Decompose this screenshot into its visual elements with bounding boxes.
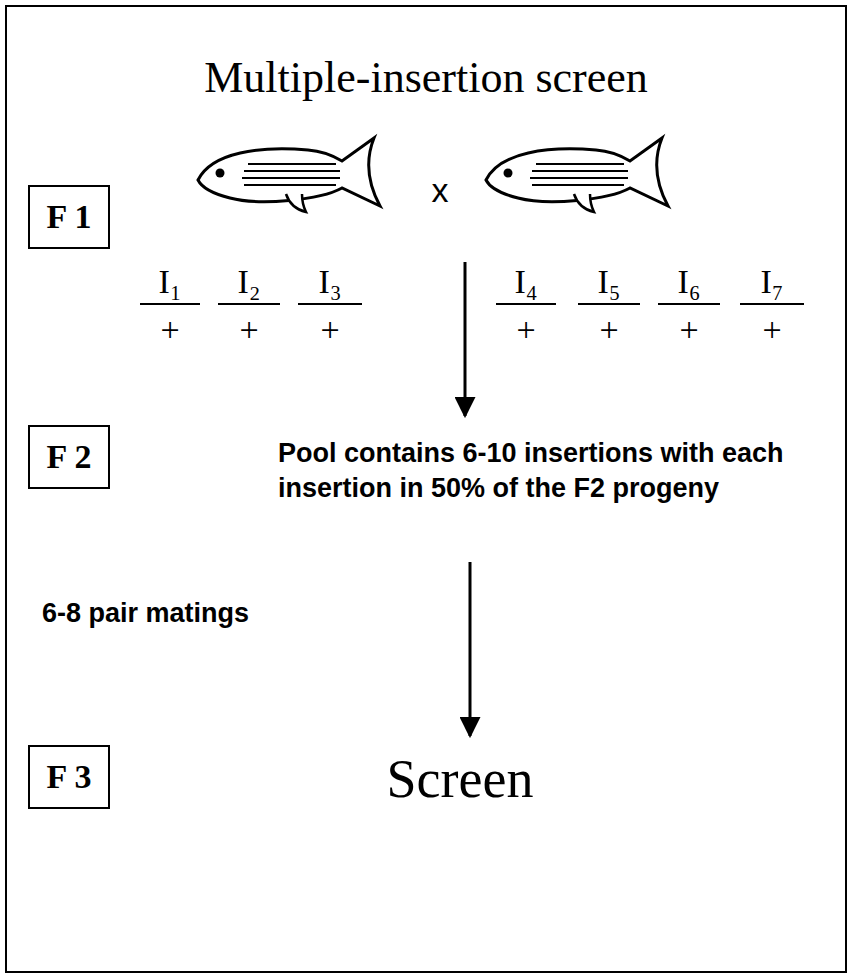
insertion-allele: I₄	[491, 260, 561, 304]
generation-box: F 1	[28, 185, 110, 249]
fish-left	[198, 138, 380, 212]
insertion-allele: I₆	[654, 260, 724, 304]
generation-box: F 3	[28, 745, 110, 809]
wildtype-allele: +	[737, 308, 807, 352]
generation-label: F 2	[46, 438, 91, 476]
cross-symbol: x	[420, 168, 460, 212]
fish-right	[486, 138, 668, 212]
wildtype-allele: +	[295, 308, 365, 352]
generation-label: F 3	[46, 758, 91, 796]
arrow-down	[464, 262, 467, 416]
generation-box: F 2	[28, 425, 110, 489]
wildtype-allele: +	[491, 308, 561, 352]
wildtype-allele: +	[135, 308, 205, 352]
wildtype-allele: +	[574, 308, 644, 352]
matings-note: 6-8 pair matings	[42, 596, 249, 631]
wildtype-allele: +	[654, 308, 724, 352]
screen-label: Screen	[280, 744, 640, 814]
insertion-allele: I₁	[135, 260, 205, 304]
generation-label: F 1	[46, 198, 91, 236]
insertion-allele: I₅	[574, 260, 644, 304]
insertion-allele: I₇	[737, 260, 807, 304]
fraction-bars	[140, 303, 804, 305]
insertion-allele: I₂	[214, 260, 284, 304]
frame	[6, 6, 846, 972]
insertion-allele: I₃	[295, 260, 365, 304]
wildtype-allele: +	[214, 308, 284, 352]
arrow-down	[469, 562, 472, 736]
title: Multiple-insertion screen	[0, 52, 852, 103]
pool-note: Pool contains 6-10 insertions with each …	[278, 436, 818, 506]
